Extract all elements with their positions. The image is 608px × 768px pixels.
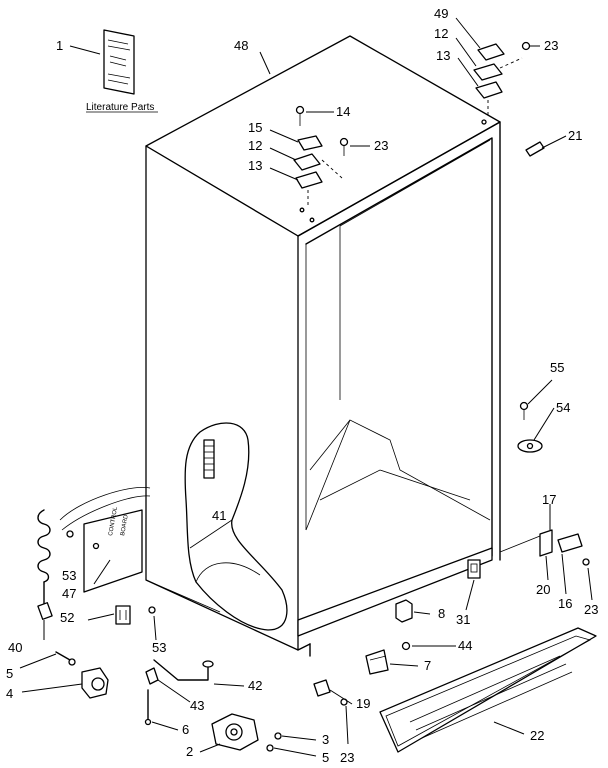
- callout-54: 54: [556, 400, 570, 415]
- callout-43: 43: [190, 698, 204, 713]
- callout-8: 8: [438, 606, 445, 621]
- callout-49: 49: [434, 6, 448, 21]
- svg-text:CONTROL: CONTROL: [108, 506, 119, 537]
- callout-13-top: 13: [436, 48, 450, 63]
- callout-5-left: 5: [6, 666, 13, 681]
- literature-caption: Literature Parts: [86, 102, 154, 113]
- part-7-44-19: [313, 641, 411, 706]
- callout-47: 47: [62, 586, 76, 601]
- callout-1: 1: [56, 38, 63, 53]
- part-42-drain-tube: [144, 659, 214, 726]
- callout-15: 15: [248, 120, 262, 135]
- callout-7: 7: [424, 658, 431, 673]
- callout-44: 44: [458, 638, 472, 653]
- part-2-mount: [211, 713, 282, 752]
- callout-2: 2: [186, 744, 193, 759]
- callout-52: 52: [60, 610, 74, 625]
- kick-plate-22: [379, 627, 597, 753]
- leader-lines: [19, 17, 593, 757]
- wiring-harness: CONTROL BOARD: [59, 486, 151, 593]
- cabinet-body: [145, 35, 501, 657]
- part-21-clip: [525, 141, 545, 157]
- callout-40: 40: [8, 640, 22, 655]
- callout-48: 48: [234, 38, 248, 53]
- callout-41: 41: [212, 508, 226, 523]
- literature-booklet: Literature Parts: [86, 29, 158, 113]
- callout-labels: 1 48 49 12 13 23 14 15 12 23 13 21 55 54…: [6, 6, 598, 765]
- callout-23-top: 23: [544, 38, 558, 53]
- callout-14: 14: [336, 104, 350, 119]
- callout-17: 17: [542, 492, 556, 507]
- part-54-55-bracket: [517, 401, 543, 453]
- callout-16: 16: [558, 596, 572, 611]
- lower-right-hinge: [499, 529, 590, 566]
- upper-hinge-assembly: [293, 105, 349, 223]
- top-right-hinge-assembly: [473, 41, 531, 125]
- callout-42: 42: [248, 678, 262, 693]
- callout-31: 31: [456, 612, 470, 627]
- callout-53-mid: 53: [152, 640, 166, 655]
- part-31-latch: [467, 559, 481, 579]
- callout-20: 20: [536, 582, 550, 597]
- foam-plug-41: [203, 439, 215, 479]
- svg-text:BOARD: BOARD: [120, 514, 130, 537]
- callout-21: 21: [568, 128, 582, 143]
- callout-23-bottom: 23: [340, 750, 354, 765]
- callout-12-top: 12: [434, 26, 448, 41]
- callout-3: 3: [322, 732, 329, 747]
- part-8-block: [395, 599, 413, 623]
- callout-12-upper: 12: [248, 138, 262, 153]
- callout-23-upper: 23: [374, 138, 388, 153]
- callout-53-left: 53: [62, 568, 76, 583]
- callout-5-bottom: 5: [322, 750, 329, 765]
- part-4-relay: [55, 651, 109, 699]
- power-cord-40: [37, 509, 53, 620]
- callout-19: 19: [356, 696, 370, 711]
- callout-22: 22: [530, 728, 544, 743]
- callout-55: 55: [550, 360, 564, 375]
- callout-23-right: 23: [584, 602, 598, 617]
- callout-6: 6: [182, 722, 189, 737]
- part-52-clip: [115, 605, 156, 625]
- callout-13-upper: 13: [248, 158, 262, 173]
- callout-4: 4: [6, 686, 13, 701]
